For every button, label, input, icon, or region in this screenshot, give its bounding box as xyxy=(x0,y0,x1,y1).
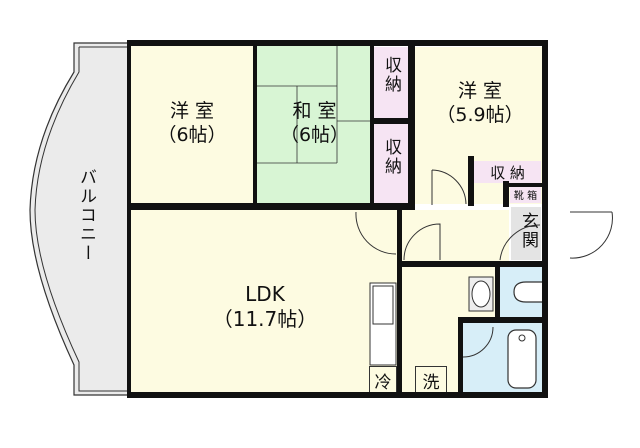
balcony-label: バルコニー xyxy=(76,168,96,263)
wall-closet-right xyxy=(408,46,415,204)
room-name: 洋 室 xyxy=(457,80,503,102)
storage-closet-1-label: 収納 xyxy=(381,56,401,94)
tatami-lines xyxy=(257,43,372,164)
western-room-left-label: 洋 室 （6帖） xyxy=(131,100,253,148)
storage-closet-3-label: 収 納 xyxy=(490,164,525,182)
wall-closet-divider xyxy=(370,118,410,124)
shoe-box xyxy=(510,187,541,203)
sink-icon xyxy=(468,276,494,312)
storage-closet-2-label: 収納 xyxy=(381,138,401,176)
room-name: LDK xyxy=(245,282,285,306)
wall-toilet-left xyxy=(495,263,500,321)
shoe-box-label: 靴 箱 xyxy=(513,191,538,202)
wall-top xyxy=(129,40,548,46)
wall-room-divider xyxy=(253,46,257,204)
room-size: （6帖） xyxy=(157,123,227,146)
toilet-icon xyxy=(513,281,542,303)
ldk-room xyxy=(131,210,398,393)
room-size: （5.9帖） xyxy=(436,103,524,126)
wall-bath-left xyxy=(458,317,463,395)
storage-closet-2 xyxy=(374,124,408,204)
wall-closet-left xyxy=(370,46,374,204)
japanese-room-label: 和 室 （6帖） xyxy=(257,100,372,148)
washer-space xyxy=(415,366,447,393)
room-size: （6帖） xyxy=(279,123,350,146)
storage-closet-1 xyxy=(374,47,408,119)
wall-hall-bottom xyxy=(398,261,548,267)
room-name: 和 室 xyxy=(292,100,337,122)
hallway xyxy=(402,210,509,262)
fridge-label: 冷 xyxy=(374,373,392,393)
wall-shoe-top xyxy=(503,181,509,207)
bathtub-icon xyxy=(507,329,537,389)
wall-left xyxy=(127,40,131,396)
entrance-label: 玄関 xyxy=(518,212,538,250)
wall-mid-horizontal xyxy=(127,203,415,210)
wall-bottom xyxy=(127,392,548,398)
kitchen-sink-icon xyxy=(369,282,397,366)
storage-closet-3 xyxy=(474,161,541,183)
western-room-right-label: 洋 室 （5.9帖） xyxy=(425,80,535,128)
western-room-left xyxy=(131,43,253,205)
wall-bath-top xyxy=(458,317,546,323)
room-name: 洋 室 xyxy=(169,100,215,122)
wall-ldk-right xyxy=(397,210,402,396)
fridge-space xyxy=(369,366,397,393)
japanese-room xyxy=(257,43,372,205)
ldk-label: LDK （11.7帖） xyxy=(200,282,330,332)
room-size: （11.7帖） xyxy=(212,307,318,331)
washer-label: 洗 xyxy=(422,373,440,393)
wall-storage3 xyxy=(468,156,474,206)
entrance xyxy=(511,207,541,260)
wall-right xyxy=(542,40,548,398)
wall-storage3-bottom xyxy=(503,183,543,187)
